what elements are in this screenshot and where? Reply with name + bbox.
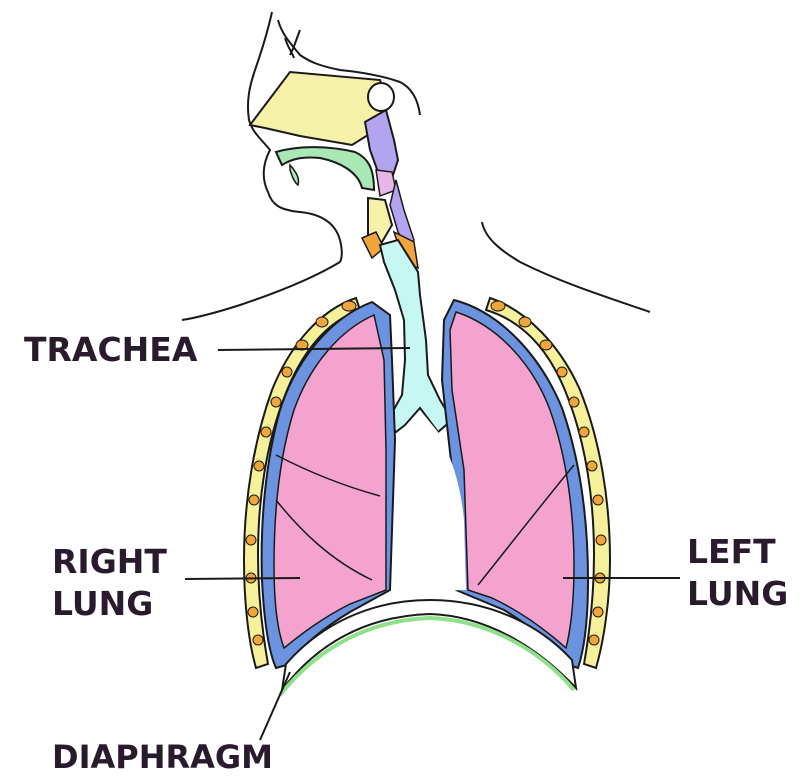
oral-cavity xyxy=(276,147,374,190)
diaphragm-label: DIAPHRAGM xyxy=(52,736,273,778)
right-lung-label: RIGHT LUNG xyxy=(52,541,167,625)
right-lung-label-line-2: LUNG xyxy=(52,583,167,625)
right-lung-label-line-1: RIGHT xyxy=(52,541,167,583)
trachea-label: TRACHEA xyxy=(24,329,197,371)
left-lung-label-line-2: LUNG xyxy=(687,573,788,615)
right-lung-leader-line xyxy=(185,578,300,579)
left-lung-label: LEFT LUNG xyxy=(687,531,788,615)
diaphragm-leader-line xyxy=(260,672,290,740)
left-lung-label-line-1: LEFT xyxy=(687,531,788,573)
